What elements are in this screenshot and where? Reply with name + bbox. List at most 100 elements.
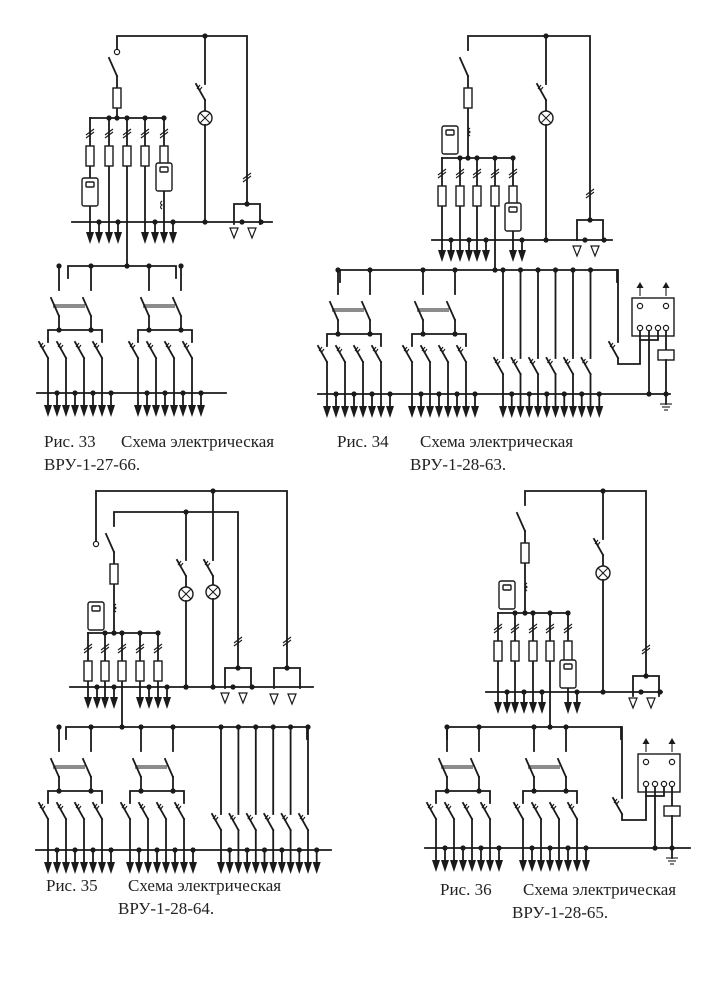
breaker-blade: [55, 340, 68, 360]
circuit-breaker-icon: [73, 340, 86, 360]
load-arrow-icon: [516, 406, 525, 418]
junction-dot: [230, 684, 236, 690]
circuit-breaker-icon: [127, 340, 140, 360]
wire: [137, 329, 193, 343]
circuit-breaker-icon: [245, 812, 258, 832]
load-arrow-icon: [456, 250, 464, 262]
switch-blade: [556, 757, 568, 779]
figure-number: Рис. 35: [46, 876, 98, 895]
load-arrow-icon: [163, 697, 171, 709]
fuse-icon: [455, 185, 465, 207]
wire: [411, 333, 467, 347]
breaker-mark: [284, 816, 289, 822]
switch-icon: [107, 56, 119, 78]
breaker-mark: [596, 541, 601, 547]
junction-dot: [601, 237, 607, 243]
breaker-mark: [77, 805, 82, 811]
breaker-mark: [445, 803, 450, 809]
switch-blade: [458, 56, 470, 78]
load-arrow-icon: [468, 860, 476, 872]
circuit-breaker-icon: [173, 801, 186, 821]
circuit-breaker-icon: [461, 801, 474, 821]
circuit-breaker-icon: [145, 340, 158, 360]
breaker-blade: [461, 801, 474, 821]
load-arrow-icon: [555, 860, 563, 872]
breaker-mark: [141, 805, 146, 811]
load-arrow-icon: [511, 702, 519, 714]
energy-meter-icon: [504, 202, 522, 232]
breaker-blade: [455, 344, 468, 364]
switch-icon: [81, 757, 93, 779]
input-arrow-icon: [628, 697, 638, 710]
load-arrow-icon: [471, 406, 479, 418]
load-arrow-icon: [71, 405, 79, 417]
load-arrow-icon: [161, 405, 169, 417]
load-arrow-icon: [80, 405, 88, 417]
fuse-icon: [520, 542, 530, 564]
load-arrow-icon: [538, 702, 546, 714]
load-arrow-icon: [564, 702, 572, 714]
load-arrow-icon: [295, 862, 304, 874]
up-arrow-icon: [668, 738, 676, 744]
ground-icon: [660, 403, 672, 411]
breaker-blade: [419, 344, 432, 364]
meter-window: [508, 206, 518, 213]
breaker-mark: [301, 816, 306, 822]
breaker-blade: [530, 801, 543, 821]
breaker-blade: [245, 812, 258, 832]
load-arrow-icon: [542, 406, 551, 418]
breaker-mark: [214, 816, 219, 822]
circuit-breaker-icon: [401, 344, 414, 364]
energy-meter-icon: [87, 601, 105, 631]
figure-title: Схема электрическая: [523, 880, 676, 899]
breaker-blade: [510, 356, 522, 376]
load-arrow-icon: [312, 862, 321, 874]
breaker-blade: [73, 340, 86, 360]
figure-title: Схема электрическая: [128, 876, 281, 895]
switch-icon: [445, 300, 457, 322]
fuse-icon: [153, 660, 163, 682]
breaker-blade: [527, 356, 540, 376]
breaker-mark: [570, 805, 575, 811]
wire: [522, 790, 578, 804]
breaker-mark: [93, 803, 98, 809]
breaker-mark: [177, 805, 182, 811]
load-arrow-icon: [377, 406, 385, 418]
hatch: [282, 636, 292, 644]
terminal-icon: [636, 324, 644, 332]
figure-number: Рис. 33: [44, 432, 96, 451]
load-arrow-icon: [432, 860, 440, 872]
switch-blade: [360, 300, 372, 322]
energy-meter-icon: [498, 580, 516, 610]
wire: [233, 203, 261, 225]
caption-fig36: Рис. 36 Схема электрическая ВРУ-1-28-65.: [440, 880, 676, 922]
load-arrow-icon: [110, 697, 118, 709]
meter-window: [445, 129, 455, 136]
load-arrow-icon: [507, 406, 516, 418]
wire: [47, 790, 103, 804]
breaker-mark: [439, 346, 444, 352]
switch-icon: [556, 757, 568, 779]
load-arrow-icon: [197, 405, 205, 417]
fuse-icon: [545, 640, 555, 662]
breaker-blade: [512, 801, 525, 821]
load-arrow-icon: [323, 406, 331, 418]
breaker-mark: [129, 342, 134, 348]
circuit-breaker-icon: [280, 812, 292, 832]
load-arrow-icon: [569, 406, 577, 418]
load-arrow-icon: [447, 250, 455, 262]
meter-window: [502, 584, 512, 591]
load-arrow-icon: [520, 702, 528, 714]
circuit-breaker-icon: [175, 558, 188, 578]
breaker-mark: [483, 805, 488, 811]
wire: [617, 339, 641, 365]
breaker-blade: [55, 801, 68, 821]
breaker-mark: [463, 803, 468, 809]
cable-mark-icon: [242, 172, 252, 183]
hatch: [282, 639, 292, 647]
circuit-breaker-icon: [202, 558, 215, 578]
lamp-cross: [597, 567, 609, 579]
load-arrow-icon: [98, 405, 106, 417]
wire: [639, 330, 659, 341]
breaker-mark: [159, 805, 164, 811]
